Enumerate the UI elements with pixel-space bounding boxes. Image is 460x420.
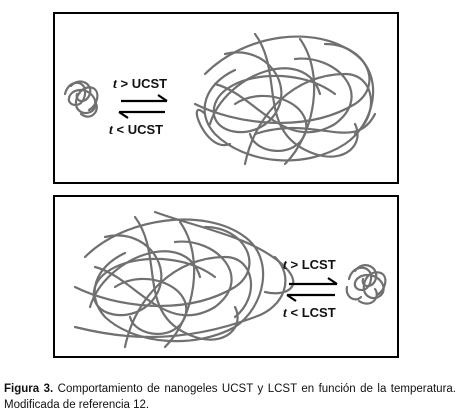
ucst-upper-text: > UCST xyxy=(120,76,168,91)
lcst-lower-variable: t xyxy=(283,306,287,321)
expanded-coil-lcst xyxy=(73,210,295,349)
lcst-panel: t > LCST t < LCST xyxy=(53,195,399,358)
lcst-lower-text: < LCST xyxy=(290,305,336,320)
figure-label: Figura 3. xyxy=(4,383,54,395)
ucst-illustration xyxy=(63,32,377,166)
lcst-upper-text: > LCST xyxy=(290,257,336,272)
collapsed-coil-lcst xyxy=(345,264,387,305)
ucst-panel: t > UCST t < UCST xyxy=(53,12,399,184)
caption-text: Comportamiento de nanogeles UCST y LCST … xyxy=(4,383,456,411)
ucst-upper-label: t > UCST xyxy=(113,76,167,93)
ucst-lower-text: < UCST xyxy=(116,122,164,137)
figure-caption: Figura 3. Comportamiento de nanogeles UC… xyxy=(4,381,456,413)
lcst-upper-variable: t xyxy=(283,258,287,273)
lcst-upper-label: t > LCST xyxy=(283,257,336,274)
lcst-illustration xyxy=(73,210,387,349)
ucst-lower-variable: t xyxy=(109,123,113,138)
equilibrium-arrows-lcst xyxy=(286,277,338,302)
expanded-coil-ucst xyxy=(193,32,377,166)
ucst-lower-label: t < UCST xyxy=(109,122,163,139)
lcst-lower-label: t < LCST xyxy=(283,305,336,322)
equilibrium-arrows-ucst xyxy=(118,94,168,119)
ucst-upper-variable: t xyxy=(113,77,117,92)
collapsed-coil-ucst xyxy=(63,80,99,118)
